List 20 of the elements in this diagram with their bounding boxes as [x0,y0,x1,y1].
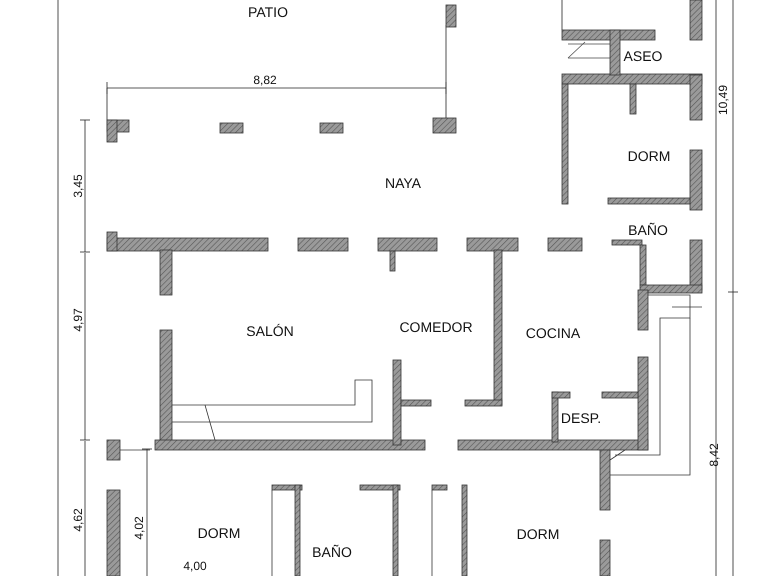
room-label: COCINA [526,326,580,340]
dimension-label: 3,45 [72,174,84,198]
room-label: PATIO [248,5,288,19]
dimension-label: 4,62 [72,508,84,532]
room-label: NAYA [384,176,422,190]
dimension-label: 10,49 [717,84,729,116]
room-label: DORM [198,526,240,540]
room-label: DORM [516,527,560,541]
room-label: COMEDOR [399,320,473,334]
room-label: ASEO [624,49,662,63]
room-label: BAÑO [628,223,668,237]
room-label: DESP. [560,411,602,425]
dimension-label: 8,42 [708,443,720,467]
dimension-label: 4,97 [72,308,84,332]
dimension-label: 4,02 [133,516,145,540]
dimension-label: 4,00 [183,560,207,572]
dimension-label: 8,82 [253,74,277,86]
room-label: DORM [628,149,670,163]
room-label: BAÑO [312,545,352,559]
room-label: SALÓN [246,324,294,338]
